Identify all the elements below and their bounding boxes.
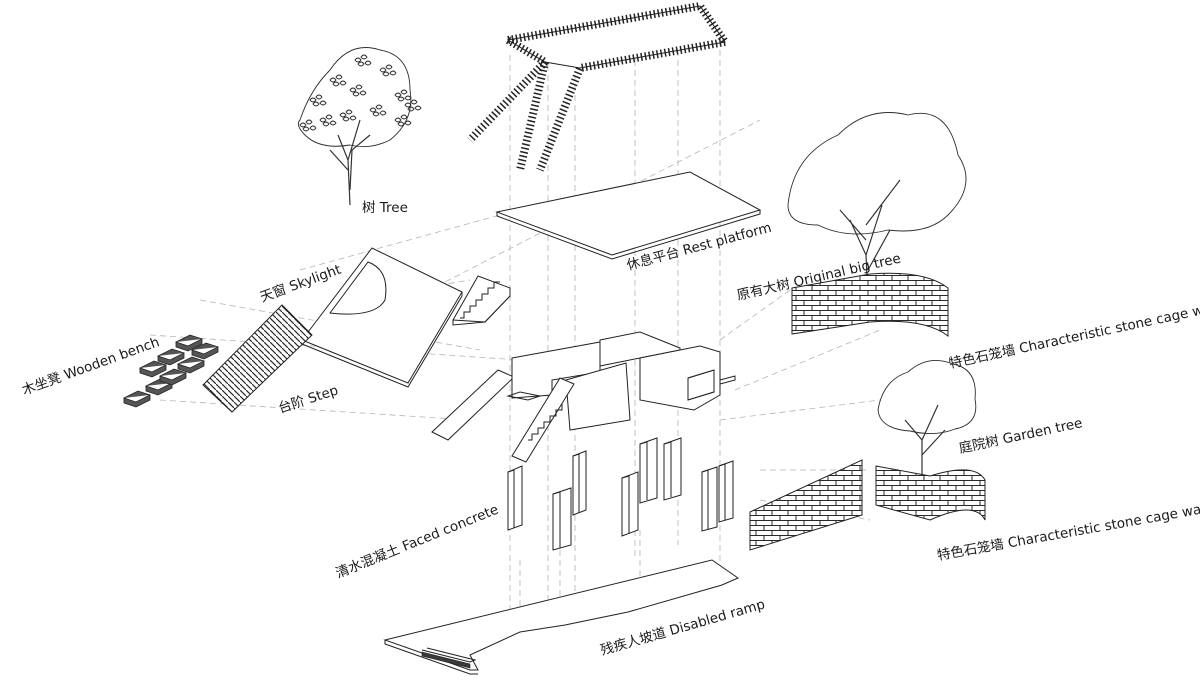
step-label: 台阶 Step (276, 382, 340, 416)
wooden-bench-label: 木坐凳 Wooden bench (20, 334, 162, 399)
tree-left (297, 47, 422, 206)
garden-tree (877, 359, 977, 490)
small-stair-block (452, 275, 511, 326)
faced-concrete-columns (507, 437, 734, 551)
skylight-label: 天窗 Skylight (258, 261, 344, 306)
disabled-ramp (383, 559, 740, 675)
rest-platform (495, 171, 762, 260)
original-big-tree (787, 112, 967, 301)
skylight-roof (301, 247, 463, 388)
step (202, 304, 313, 413)
faced-concrete-label: 清水混凝土 Faced concrete (334, 502, 501, 582)
garden-tree-label: 庭院树 Garden tree (957, 414, 1084, 457)
wooden-benches (122, 334, 220, 408)
stone-cage-wall-upper-label: 特色石笼墙 Characteristic stone cage wall (947, 298, 1200, 372)
building-walls (431, 331, 736, 463)
tree-label: 树 Tree (362, 200, 408, 216)
rest-platform-railing (467, 1, 729, 172)
stone-cage-wall-upper (791, 272, 949, 338)
stone-cage-wall-lower (749, 459, 986, 551)
